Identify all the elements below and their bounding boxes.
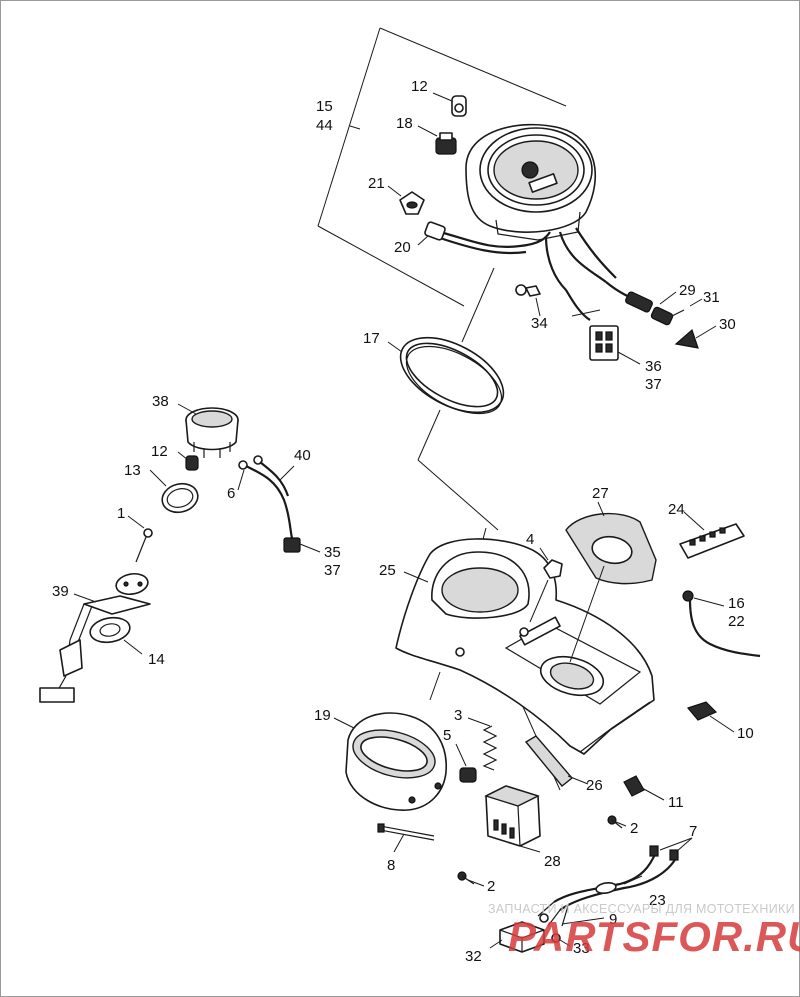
callout-20: 20	[394, 239, 411, 256]
part-24-switch-strip	[679, 511, 745, 559]
speedometer-harness	[439, 227, 647, 321]
part-2-screw-lower	[457, 871, 485, 887]
callout-36: 36	[645, 358, 662, 375]
callout-40: 40	[294, 447, 311, 464]
part-17-ring-gasket	[387, 336, 505, 415]
callout-39: 39	[52, 583, 69, 600]
callout-9: 9	[609, 911, 617, 928]
callout-10: 10	[737, 725, 754, 742]
callout-19: 19	[314, 707, 331, 724]
callout-12: 12	[151, 443, 168, 460]
part-12-bulb-socket	[432, 92, 467, 117]
callout-23: 23	[649, 892, 666, 909]
callout-14: 14	[148, 651, 165, 668]
part-2-screw-upper	[607, 815, 627, 829]
callout-25: 25	[379, 562, 396, 579]
callout-13: 13	[124, 462, 141, 479]
part-34-ring-terminal	[515, 284, 541, 317]
part-38-fuel-gauge	[177, 403, 239, 458]
part-31-terminal-pin	[671, 298, 703, 317]
part-18-lamp-holder	[417, 125, 457, 155]
callout-29: 29	[679, 282, 696, 299]
callout-32: 32	[465, 948, 482, 965]
part-28-control-module	[484, 785, 541, 853]
part-36-connector-housing	[571, 309, 641, 365]
part-27-plate	[565, 501, 657, 663]
part-8-cable-tie	[377, 823, 435, 853]
callout-44: 44	[316, 117, 333, 134]
callout-16: 16	[728, 595, 745, 612]
callout-6: 6	[227, 485, 235, 502]
part-23-wire-harness	[537, 837, 693, 927]
part-13-o-ring	[149, 469, 199, 514]
callout-15: 15	[316, 98, 333, 115]
callout-12: 12	[411, 78, 428, 95]
part-19-lower-housing	[333, 712, 447, 811]
part-29-connector	[625, 291, 677, 326]
part-33-terminal	[551, 933, 571, 947]
part-39-fuel-sender	[39, 572, 151, 703]
callout-1: 1	[117, 505, 125, 522]
callout-8: 8	[387, 857, 395, 874]
part-3-spring	[467, 717, 498, 771]
part-10-clip	[686, 701, 735, 733]
part-14-gasket	[89, 616, 143, 655]
speedometer-body	[465, 123, 597, 241]
part-32-connector-block	[489, 921, 545, 953]
callout-11: 11	[668, 794, 684, 811]
callout-2: 2	[487, 878, 495, 895]
callout-37: 37	[324, 562, 341, 579]
speedometer-group-bracket	[317, 27, 567, 307]
callout-26: 26	[586, 777, 603, 794]
callout-5: 5	[443, 727, 451, 744]
callout-4: 4	[526, 531, 534, 548]
watermark-caption: ЗАПЧАСТИ И АКСЕССУАРЫ ДЛЯ МОТОТЕХНИКИ	[488, 902, 795, 916]
callout-33: 33	[573, 940, 590, 957]
callout-31: 31	[703, 289, 720, 306]
part-30-terminal	[674, 325, 717, 349]
callout-labels: 15 44 12 18 21 20 29 31 34 30 17 36 37 3…	[52, 78, 754, 965]
callout-30: 30	[719, 316, 736, 333]
part-1-screw	[127, 515, 153, 563]
callout-7: 7	[689, 823, 697, 840]
callout-38: 38	[152, 393, 169, 410]
callout-21: 21	[368, 175, 385, 192]
part-11-clip	[623, 775, 665, 801]
part-26-bracket	[524, 735, 589, 787]
callout-22: 22	[728, 613, 745, 630]
part-16-ground-wire	[682, 590, 761, 658]
callout-27: 27	[592, 485, 609, 502]
callout-18: 18	[396, 115, 413, 132]
part-4-nut	[529, 547, 563, 623]
part-40-harness	[237, 455, 321, 553]
part-25-console	[395, 538, 655, 755]
part-9-terminal	[539, 913, 605, 925]
callout-24: 24	[668, 501, 685, 518]
callout-35: 35	[324, 544, 341, 561]
part-12-lamp-left	[177, 451, 199, 471]
part-5-bushing	[455, 743, 477, 783]
callout-28: 28	[544, 853, 561, 870]
part-21-grommet	[387, 185, 425, 215]
callout-17: 17	[363, 330, 380, 347]
callout-3: 3	[454, 707, 462, 724]
callout-34: 34	[531, 315, 548, 332]
watermark-logo: PARTSFOR.RU	[508, 913, 800, 960]
callout-2: 2	[630, 820, 638, 837]
part-20-cable-sleeve	[417, 221, 446, 246]
callout-37: 37	[645, 376, 662, 393]
